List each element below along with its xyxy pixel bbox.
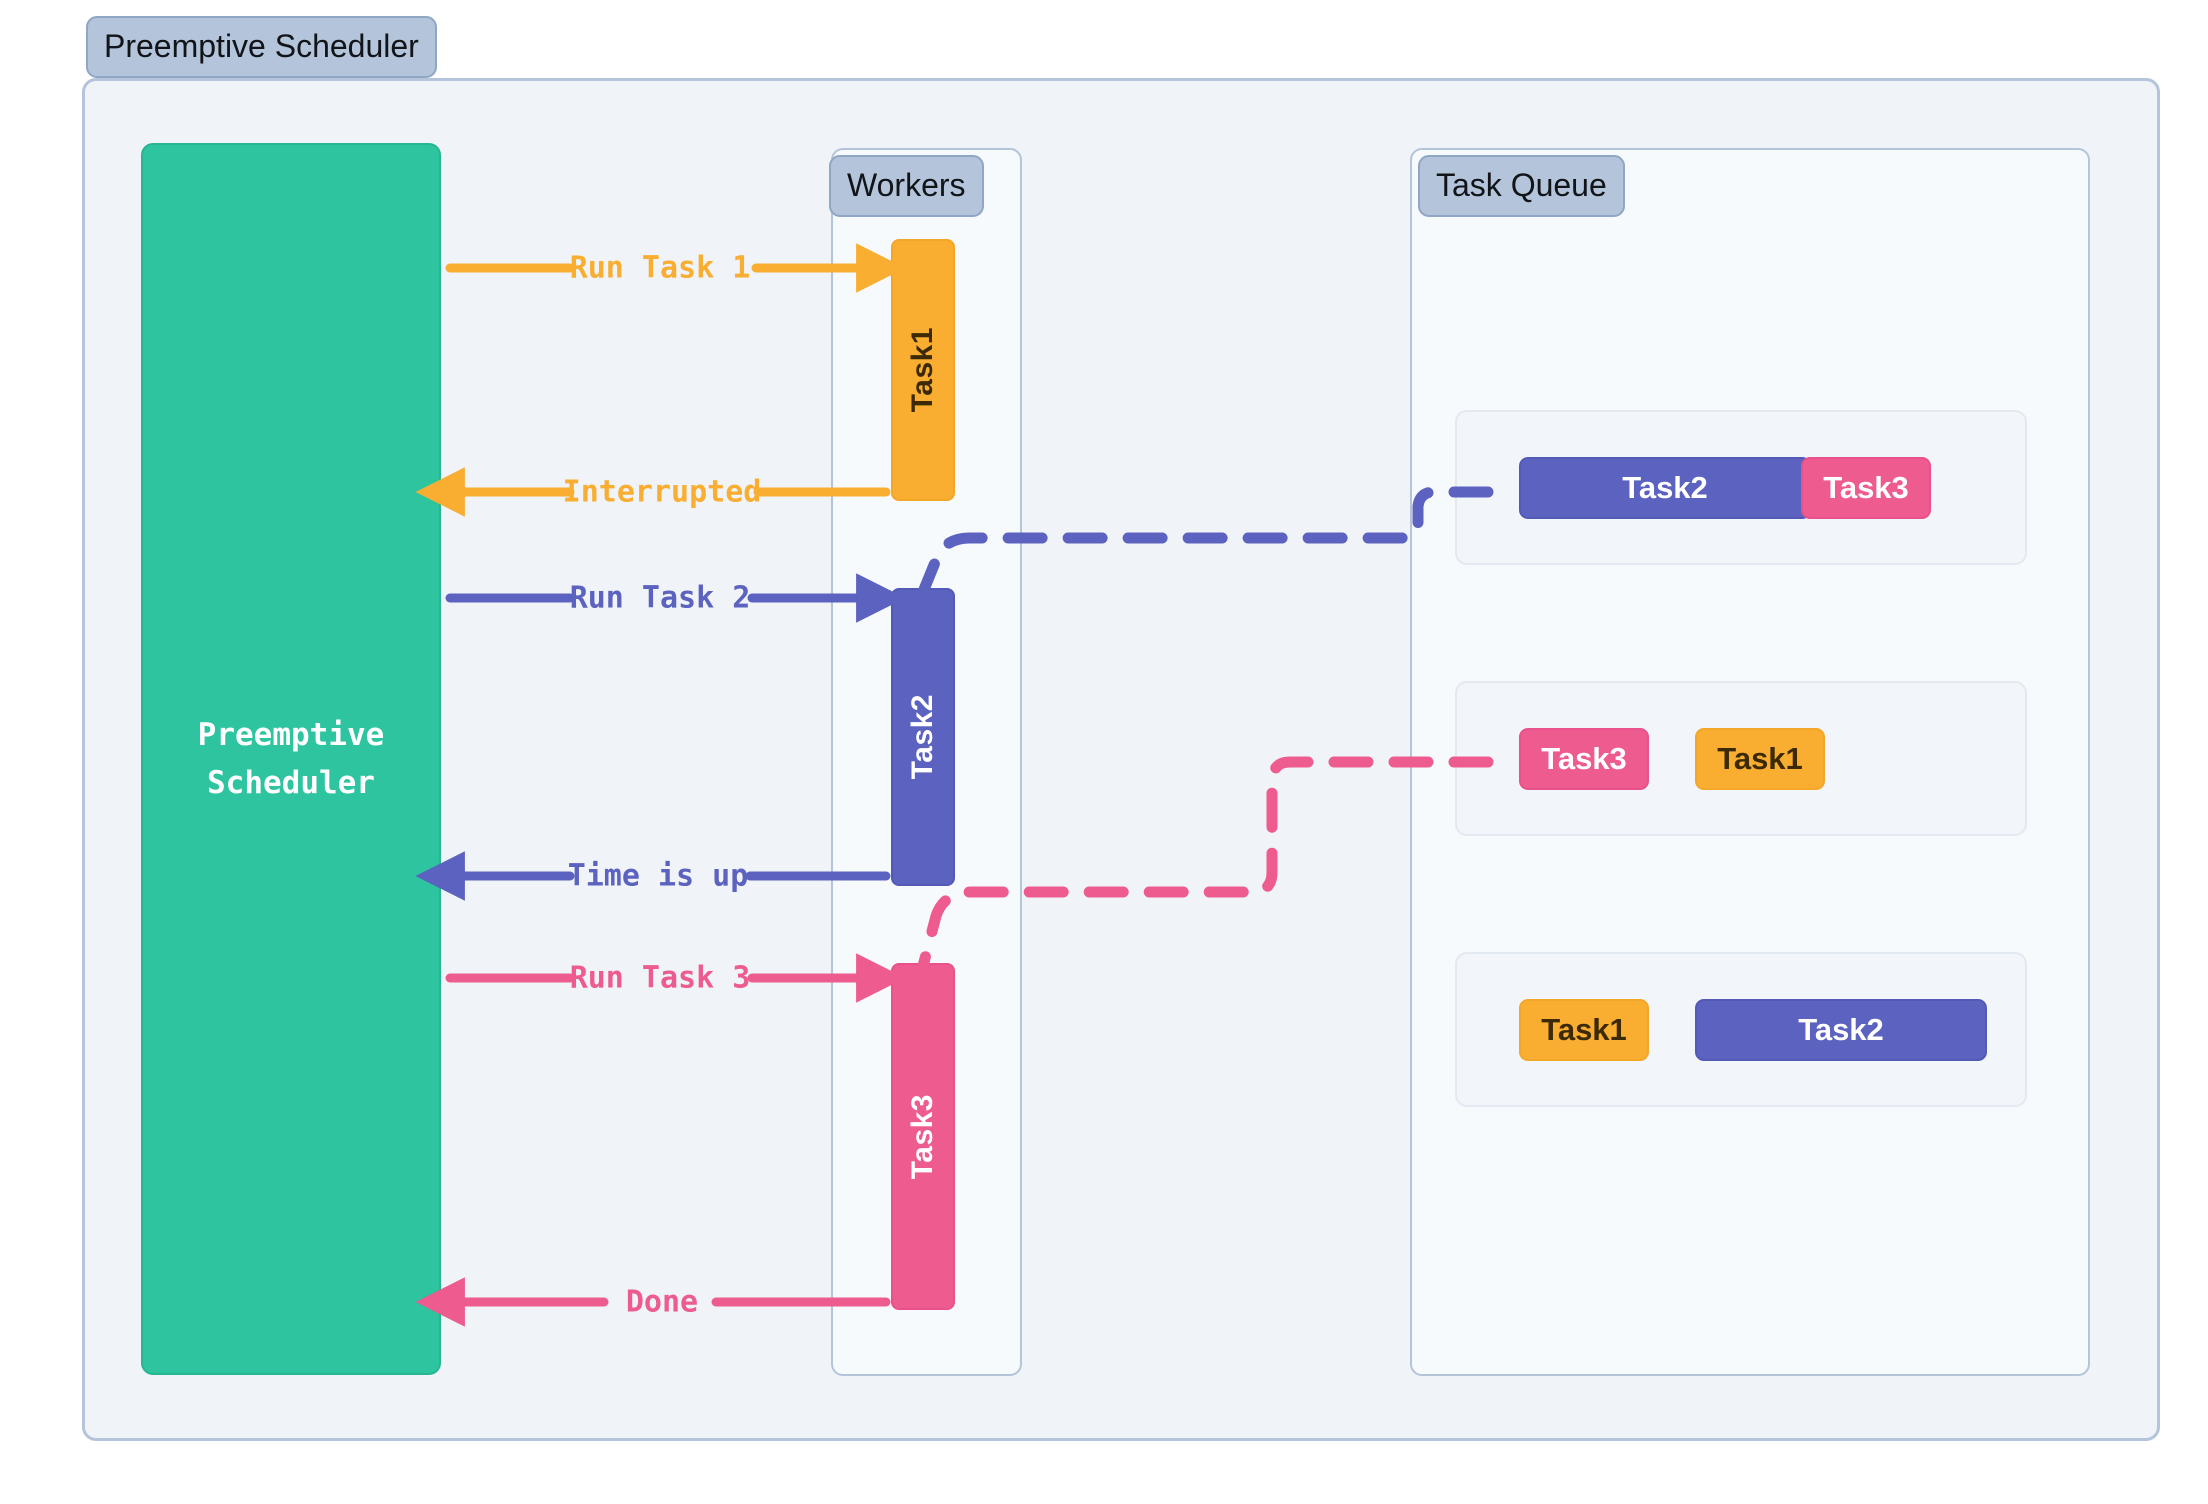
worker-bar-task2-label: Task2 <box>906 694 939 780</box>
scheduler-actor-label: Preemptive Scheduler <box>197 716 385 801</box>
message-label-run-task-1: Run Task 1 <box>569 250 751 286</box>
task-queue-title-badge: Task Queue <box>1418 155 1625 217</box>
worker-bar-task1[interactable]: Task1 <box>891 239 955 501</box>
diagram-title-badge: Preemptive Scheduler <box>86 16 437 78</box>
message-label-time-is-up: Time is up <box>567 858 749 894</box>
message-label-done: Done <box>625 1284 699 1320</box>
queue-row: Task1 Task2 <box>1455 952 2027 1107</box>
scheduler-actor-box[interactable]: Preemptive Scheduler <box>141 143 441 1375</box>
message-label-interrupted: Interrupted <box>562 474 762 510</box>
queue-item-task2[interactable]: Task2 <box>1695 998 1987 1061</box>
queue-item-task3[interactable]: Task3 <box>1801 456 1931 519</box>
queue-row: Task3 Task1 <box>1455 681 2027 836</box>
queue-item-task2[interactable]: Task2 <box>1519 456 1811 519</box>
queue-item-task1[interactable]: Task1 <box>1519 998 1649 1061</box>
message-label-run-task-2: Run Task 2 <box>569 580 751 616</box>
workers-title-badge: Workers <box>829 155 984 217</box>
queue-item-task1[interactable]: Task1 <box>1695 727 1825 790</box>
message-label-run-task-3: Run Task 3 <box>569 960 751 996</box>
worker-bar-task3[interactable]: Task3 <box>891 963 955 1310</box>
worker-bar-task3-label: Task3 <box>906 1093 939 1180</box>
worker-bar-task1-label: Task1 <box>906 327 939 413</box>
queue-item-task3[interactable]: Task3 <box>1519 727 1649 790</box>
worker-bar-task2[interactable]: Task2 <box>891 588 955 886</box>
